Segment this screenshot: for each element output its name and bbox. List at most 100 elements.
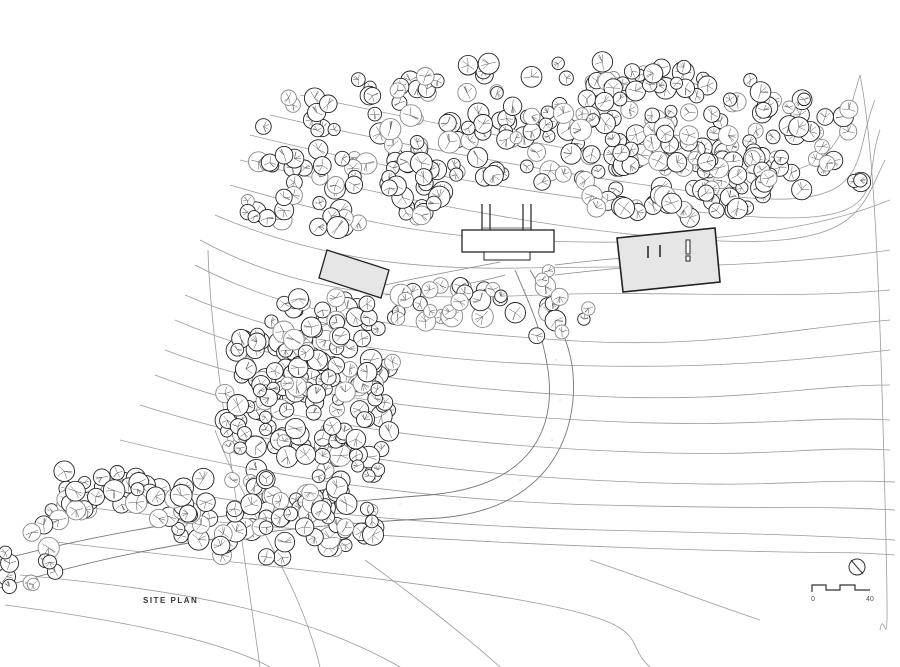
tree-icon [295, 444, 317, 465]
building-center [461, 204, 555, 261]
tree-icon [341, 361, 358, 378]
tree-icon [438, 113, 457, 133]
tree-icon [280, 89, 297, 106]
tree-icon [87, 487, 105, 506]
tree-icon [504, 302, 526, 324]
tree-icon [109, 465, 125, 481]
tree-icon [743, 73, 758, 88]
tree-icon [558, 70, 574, 86]
tree-icon [551, 56, 565, 70]
tree-icon [258, 520, 274, 535]
tree-icon [390, 311, 406, 326]
tree-icon [577, 312, 591, 326]
plan-title: SITE PLAN [143, 596, 199, 605]
tree-icon [708, 202, 725, 219]
tree-icon [233, 441, 247, 455]
tree-icon [171, 521, 186, 536]
tree-icon [345, 428, 367, 450]
tree-icon [222, 440, 236, 454]
tree-icon [363, 86, 382, 105]
tree-icon [449, 167, 464, 182]
tree-icon [469, 289, 492, 312]
tree-icon [755, 101, 772, 119]
tree-icon [279, 402, 295, 418]
tree-icon [226, 394, 249, 417]
tree-icon [379, 118, 402, 141]
tree-icon [280, 376, 294, 391]
tree-icon [334, 150, 351, 167]
tree-icon [670, 76, 683, 90]
tree-icon [540, 105, 555, 120]
tree-icon [643, 63, 664, 84]
tree-icon [362, 469, 376, 483]
tree-icon [306, 383, 326, 404]
tree-icon [797, 92, 811, 107]
tree-icon [749, 81, 772, 103]
tree-icon [397, 291, 415, 309]
tree-icon [319, 94, 338, 114]
tree-icon [473, 114, 493, 134]
tree-icon [210, 535, 231, 556]
tree-icon [722, 92, 738, 107]
tree-icon [226, 500, 243, 518]
tree-icon [230, 342, 245, 357]
tree-icon [301, 483, 319, 502]
tree-icon [477, 52, 500, 75]
tree-icon [169, 484, 193, 507]
tree-icon [759, 169, 778, 187]
tree-icon [265, 362, 284, 380]
tree-icon [569, 118, 593, 142]
tree-icon [644, 107, 661, 124]
tree-icon [300, 316, 322, 338]
tree-icon [554, 165, 572, 183]
tree-icon [534, 272, 550, 287]
tree-icon [247, 332, 267, 352]
tree-icon [389, 82, 406, 99]
tree-icon [312, 196, 327, 211]
tree-icon [344, 175, 364, 194]
tree-icon [482, 165, 504, 187]
tree-icon [461, 120, 476, 136]
tree-icon [423, 304, 438, 319]
tree-icon [283, 328, 305, 351]
tree-icon [335, 492, 358, 515]
tree-icon [591, 164, 606, 179]
tree-icon [656, 124, 675, 143]
tree-icon [814, 138, 830, 155]
tree-icon [664, 104, 678, 118]
tree-icon [312, 156, 332, 175]
tree-icon [676, 59, 692, 75]
tree-icon [370, 382, 385, 397]
tree-icon [384, 353, 401, 371]
tree-icon [311, 500, 332, 521]
tree-icon [305, 404, 322, 421]
tree-icon [287, 357, 309, 378]
tree-icon [621, 156, 640, 175]
tree-icon [326, 288, 346, 308]
tree-icon [196, 492, 216, 512]
tree-icon [329, 314, 345, 331]
tree-icon [520, 65, 543, 88]
tree-icon [460, 131, 479, 150]
tree-icon [145, 486, 166, 506]
tree-icon [350, 72, 366, 87]
tree-icon [620, 100, 639, 119]
tree-icon [1, 578, 17, 594]
tree-icon [359, 501, 375, 516]
tree-icon [275, 188, 293, 207]
tree-icon [65, 500, 87, 521]
tree-icon [457, 54, 479, 76]
tree-icon [378, 421, 400, 442]
tree-icon [336, 518, 355, 537]
tree-icon [550, 287, 569, 306]
tree-icon [726, 197, 749, 220]
tree-icon [130, 482, 145, 497]
tree-icon [604, 131, 621, 148]
tree-icon [697, 184, 715, 202]
tree-icon [274, 145, 294, 165]
tree-icon [314, 301, 331, 319]
tree-icon [264, 314, 279, 329]
tree-icon [357, 362, 378, 383]
tree-icon [625, 124, 647, 145]
